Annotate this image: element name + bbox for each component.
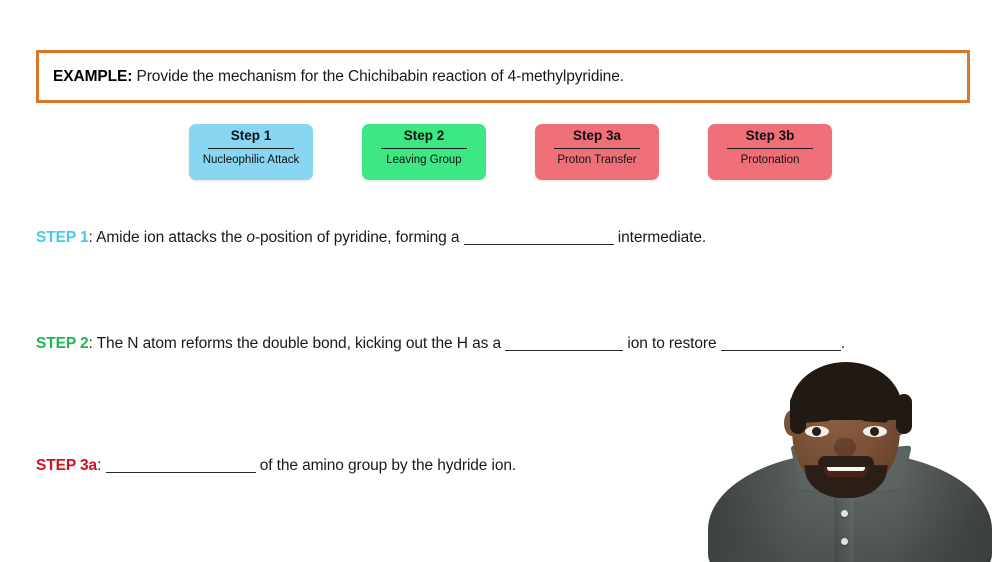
step-1-blank[interactable] [463, 231, 614, 245]
presenter-hair-side-left [790, 394, 806, 434]
step-chip-3a-title: Step 3a [572, 128, 622, 143]
step-chip-2-title: Step 2 [403, 128, 445, 143]
step-3a-statement: STEP 3a: of the amino group by the hydri… [36, 456, 516, 476]
step-chip-3a[interactable]: Step 3a Proton Transfer [535, 124, 659, 180]
step-2-colon: : [88, 335, 93, 352]
step-1-text-a: Amide ion attacks the [92, 229, 247, 246]
step-chip-3a-subtitle: Proton Transfer [557, 154, 637, 166]
presenter-mouth [824, 464, 868, 477]
step-chip-2[interactable]: Step 2 Leaving Group [362, 124, 486, 180]
step-2-text-b: ion to restore [623, 335, 721, 352]
example-prompt-box: EXAMPLE: Provide the mechanism for the C… [36, 50, 970, 103]
step-1-statement: STEP 1: Amide ion attacks the o-position… [36, 228, 706, 248]
presenter-shirt-placket [834, 478, 854, 562]
step-3a-blank[interactable] [105, 459, 256, 473]
step-2-blank-2[interactable] [720, 337, 841, 351]
presenter-nose [834, 438, 856, 458]
step-chip-1-divider [208, 148, 294, 149]
step-1-text-b: -position of pyridine, forming a [254, 229, 464, 246]
step-1-italic-o: o [246, 229, 255, 246]
step-chip-3b[interactable]: Step 3b Protonation [708, 124, 832, 180]
presenter-shirt-button-2 [841, 538, 848, 545]
step-3a-colon: : [97, 457, 102, 474]
step-chip-1[interactable]: Step 1 Nucleophilic Attack [189, 124, 313, 180]
step-2-statement: STEP 2: The N atom reforms the double bo… [36, 334, 845, 354]
step-3a-text-b: of the amino group by the hydride ion. [255, 457, 517, 474]
presenter-pupil-left [812, 427, 821, 436]
example-prompt-text: EXAMPLE: Provide the mechanism for the C… [39, 68, 624, 86]
step-chip-2-divider [381, 148, 467, 149]
example-question: Provide the mechanism for the Chichibabi… [132, 67, 625, 85]
step-2-blank-1[interactable] [505, 337, 624, 351]
step-2-tag: STEP 2 [36, 335, 89, 352]
presenter-shirt-button-1 [841, 510, 848, 517]
step-chip-1-title: Step 1 [230, 128, 272, 143]
step-1-tag: STEP 1 [36, 229, 89, 246]
step-chip-3a-divider [554, 148, 640, 149]
example-label: EXAMPLE: [53, 67, 133, 85]
presenter-teeth [827, 464, 865, 471]
step-chip-1-subtitle: Nucleophilic Attack [202, 154, 300, 166]
step-chip-3b-divider [727, 148, 813, 149]
step-chip-2-subtitle: Leaving Group [386, 154, 462, 166]
instructor-video-overlay[interactable] [700, 360, 1000, 562]
presenter-eye-right [863, 426, 887, 437]
step-3a-tag: STEP 3a [36, 457, 98, 474]
presenter-mustache [818, 456, 874, 467]
step-2-text-c: . [840, 335, 845, 352]
presenter-hair-side-right [896, 394, 912, 434]
step-2-text-a: The N atom reforms the double bond, kick… [92, 335, 506, 352]
step-1-colon: : [88, 229, 93, 246]
step-chip-3b-title: Step 3b [745, 128, 795, 143]
presenter-eye-left [805, 426, 829, 437]
step-legend-row: Step 1 Nucleophilic Attack Step 2 Leavin… [189, 124, 849, 182]
step-chip-3b-subtitle: Protonation [740, 154, 800, 166]
step-1-text-c: intermediate. [613, 229, 707, 246]
presenter-pupil-right [870, 427, 879, 436]
